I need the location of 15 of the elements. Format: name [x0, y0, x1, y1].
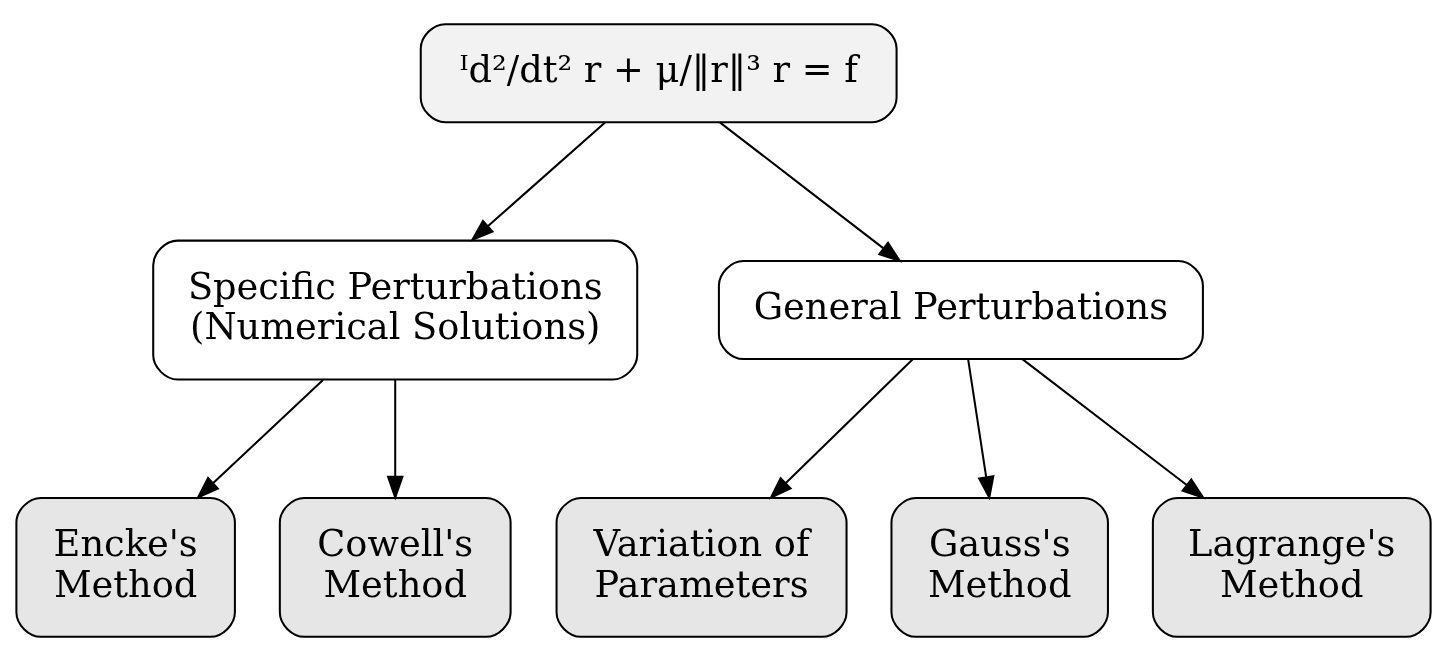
arrow: [1021, 357, 1206, 499]
node-box: Lagrange's Method: [1151, 496, 1432, 638]
arrow: [768, 357, 914, 500]
arrow: [719, 121, 903, 263]
node-box: ᴵd²/dt² r + μ/‖r‖³ r = f: [419, 22, 898, 123]
arrow: [195, 378, 324, 499]
node-box: Encke's Method: [15, 496, 236, 638]
arrow: [470, 121, 606, 242]
arrow: [967, 358, 995, 501]
node-box: Cowell's Method: [278, 496, 512, 638]
node-box: Specific Perturbations (Numerical Solutions): [152, 239, 639, 381]
node-box: Gauss's Method: [890, 496, 1109, 638]
arrow: [386, 379, 404, 500]
node-box: General Perturbations: [717, 259, 1204, 360]
node-box: Variation of Parameters: [555, 496, 848, 638]
